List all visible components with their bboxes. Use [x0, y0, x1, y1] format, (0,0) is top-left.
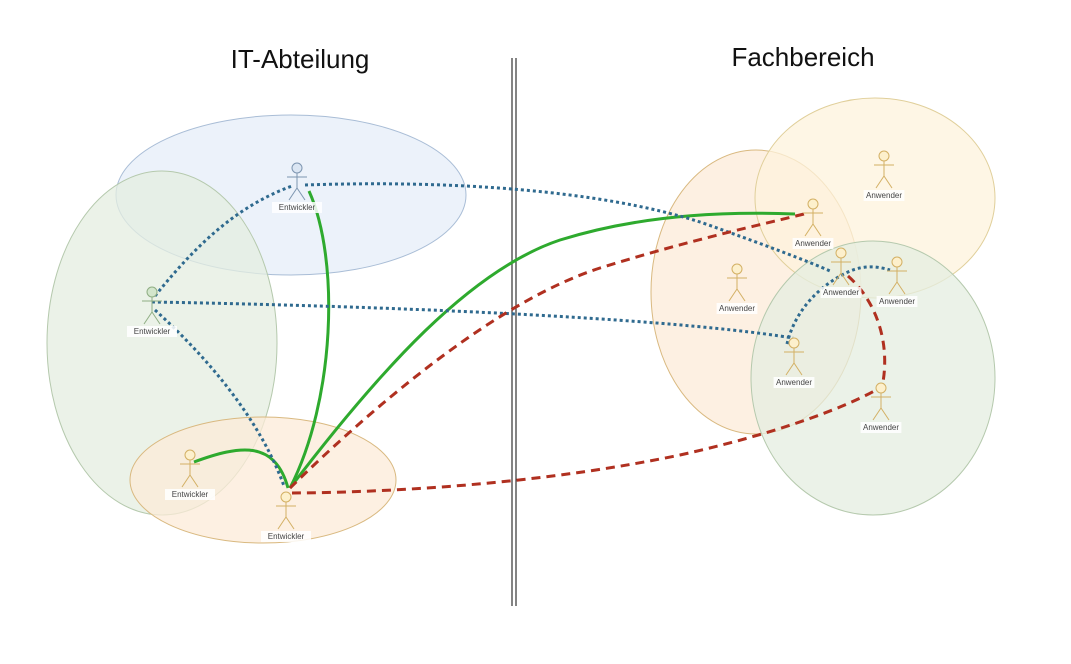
actor-label-background: [261, 531, 311, 542]
actor-dev-green[interactable]: Entwickler: [127, 286, 177, 337]
actor-user-1[interactable]: Anwender: [792, 198, 834, 249]
actor-label: Anwender: [776, 378, 812, 387]
actor-user-5[interactable]: Anwender: [773, 337, 815, 388]
actor-label: Anwender: [863, 423, 899, 432]
department-divider: [511, 58, 517, 606]
title-it-abteilung: IT-Abteilung: [230, 44, 370, 74]
actors: EntwicklerEntwicklerEntwicklerEntwickler…: [127, 150, 918, 542]
actor-user-6[interactable]: Anwender: [860, 382, 902, 433]
actor-dev-orange-main[interactable]: Entwickler: [261, 491, 311, 542]
stick-figure-icon: [803, 198, 823, 237]
connection-red-devmain-user1: [288, 211, 809, 490]
actor-user-2[interactable]: Anwender: [716, 263, 758, 314]
connection-green-devblue-devmain: [288, 190, 331, 489]
stick-figure-icon: [887, 256, 907, 295]
connection-blue-user5-user4: [785, 265, 891, 345]
connection-green-devleft-devmain: [193, 448, 290, 489]
actor-label-background: [165, 489, 215, 500]
connection-blue-devgreen-devmain: [153, 308, 286, 487]
actor-user-4[interactable]: Anwender: [876, 256, 918, 307]
title-fachbereich: Fachbereich: [731, 42, 875, 72]
group-ellipses: [46, 97, 996, 544]
stick-figure-icon: [874, 150, 894, 189]
actor-label: Anwender: [795, 239, 831, 248]
stick-figure-icon: [831, 247, 851, 286]
actor-label-background: [860, 422, 902, 433]
actor-label: Anwender: [879, 297, 915, 306]
actor-label: Entwickler: [134, 327, 171, 336]
stick-figure-icon: [180, 449, 200, 488]
actor-label-background: [820, 287, 862, 298]
stick-figure-icon: [287, 162, 307, 201]
actor-label-background: [773, 377, 815, 388]
actor-label-background: [863, 190, 905, 201]
actor-user-3[interactable]: Anwender: [820, 247, 862, 298]
connection-green-devmain-user1: [288, 211, 796, 489]
stick-figure-icon: [142, 286, 162, 325]
actor-user-top-right[interactable]: Anwender: [863, 150, 905, 201]
group-fb-green: [750, 240, 996, 516]
actor-label: Anwender: [719, 304, 755, 313]
connection-red-devmain-user6: [291, 388, 877, 495]
stick-figure-icon: [871, 382, 891, 421]
group-it-orange: [129, 416, 397, 544]
actor-label-background: [792, 238, 834, 249]
connection-blue-devblue-user3: [304, 182, 831, 273]
connection-blue-devgreen-user5: [151, 300, 794, 340]
actor-dev-orange-left[interactable]: Entwickler: [165, 449, 215, 500]
actor-label: Entwickler: [268, 532, 305, 541]
actor-label: Anwender: [866, 191, 902, 200]
connections: [151, 182, 891, 495]
actor-label: Entwickler: [279, 203, 316, 212]
actor-label-background: [876, 296, 918, 307]
actor-label: Entwickler: [172, 490, 209, 499]
actor-label-background: [272, 202, 322, 213]
actor-label-background: [716, 303, 758, 314]
stick-figure-icon: [784, 337, 804, 376]
actor-dev-blue[interactable]: Entwickler: [272, 162, 322, 213]
stick-figure-icon: [276, 491, 296, 530]
connection-blue-devgreen-devblue: [153, 184, 293, 297]
actor-label: Anwender: [823, 288, 859, 297]
stick-figure-icon: [727, 263, 747, 302]
actor-label-background: [127, 326, 177, 337]
